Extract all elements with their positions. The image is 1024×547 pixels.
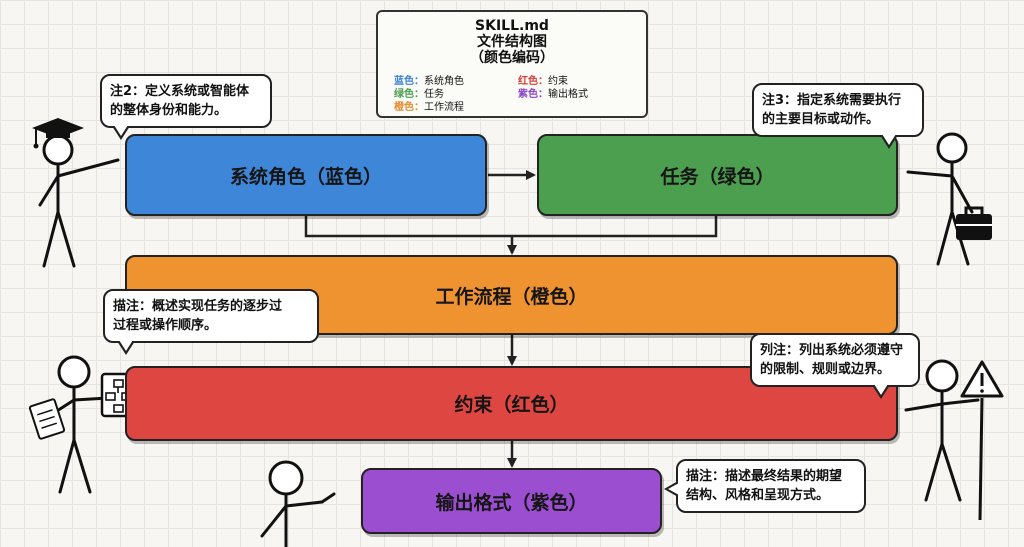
- legend-meaning: 系统角色: [424, 76, 464, 87]
- legend-color-label: 紫色：: [518, 89, 548, 100]
- legend-meaning: 约束: [548, 76, 568, 87]
- note-line: 注2：定义系统或智能体: [110, 84, 250, 99]
- legend-meaning: 任务: [424, 89, 444, 100]
- note-line: 列注：列出系统必须遵守: [760, 343, 904, 358]
- workflow-label: 工作流程（橙色）: [435, 285, 588, 308]
- stick-figure-teacher: [38, 134, 120, 268]
- warning-icon: [960, 360, 1004, 521]
- output-format-box: 输出格式（紫色）: [361, 468, 662, 534]
- bubble-tail-fill: [114, 125, 128, 136]
- note-line: 注3：指定系统需要执行: [762, 93, 902, 108]
- graduation-cap-icon: [32, 118, 84, 149]
- legend-color-label: 绿色：: [394, 89, 424, 100]
- note-line: 过程或操作顺序。: [113, 318, 218, 333]
- flow-arrows: [304, 170, 718, 468]
- note-line: 描注：概述实现任务的逐步过: [113, 299, 283, 314]
- bubble-tail-fill: [874, 384, 888, 395]
- note-line: 结构、风格和呈现方式。: [686, 488, 830, 503]
- task-box: 任务（绿色）: [537, 134, 898, 216]
- output-format-label: 输出格式（紫色）: [435, 491, 588, 514]
- legend-title-structure: 文件结构图: [477, 34, 547, 50]
- legend-title-filename: SKILL.md: [475, 18, 549, 34]
- note-line: 的主要目标或动作。: [762, 112, 880, 127]
- toolbox-icon: [956, 206, 992, 240]
- legend-item-green: 绿色：任务: [394, 89, 444, 101]
- clipboard-icon: [28, 398, 66, 440]
- connector-role-task-to-workflow: [304, 215, 718, 238]
- note-bubble-role: 注2：定义系统或智能体 的整体身份和能力。: [100, 74, 272, 140]
- legend-color-label: 橙色：: [394, 102, 424, 113]
- note-bubble-workflow: 描注：概述实现任务的逐步过 过程或操作顺序。: [103, 289, 319, 355]
- bubble-tail-fill: [668, 483, 679, 495]
- legend-item-orange: 橙色：工作流程: [394, 102, 464, 114]
- stick-figure-planner: [44, 355, 110, 494]
- bubble-tail-fill: [882, 134, 896, 145]
- note-bubble-constraint: 列注：列出系统必须遵守 的限制、规则或边界。: [750, 333, 920, 399]
- legend-title-colorcode: （颜色编码）: [470, 50, 554, 66]
- bubble-tail-fill: [119, 340, 133, 351]
- constraint-label: 约束（红色）: [454, 394, 569, 416]
- legend-item-purple: 紫色：输出格式: [518, 89, 588, 101]
- system-role-label: 系统角色（蓝色）: [229, 165, 382, 188]
- task-label: 任务（绿色）: [660, 165, 775, 188]
- legend-color-label: 蓝色：: [394, 76, 424, 87]
- legend-item-blue: 蓝色：系统角色: [394, 76, 464, 88]
- legend-panel: SKILL.md 文件结构图 （颜色编码） 蓝色：系统角色 红色：约束 绿色：任…: [376, 10, 648, 118]
- legend-color-label: 红色：: [518, 76, 548, 87]
- note-bubble-output: 描注：描述最终结果的期望 结构、风格和呈现方式。: [664, 459, 866, 513]
- stick-figure-presenter: [260, 460, 336, 547]
- system-role-box: 系统角色（蓝色）: [125, 134, 487, 216]
- note-line: 描注：描述最终结果的期望: [686, 469, 843, 484]
- stick-figure-guard: [904, 359, 980, 502]
- legend-meaning: 输出格式: [548, 89, 588, 100]
- legend-meaning: 工作流程: [424, 102, 464, 113]
- legend-item-red: 红色：约束: [518, 76, 568, 88]
- stick-figure-worker: [906, 132, 974, 266]
- note-line: 的整体身份和能力。: [110, 103, 228, 118]
- note-line: 的限制、规则或边界。: [760, 362, 891, 377]
- note-bubble-task: 注3：指定系统需要执行 的主要目标或动作。: [752, 83, 924, 149]
